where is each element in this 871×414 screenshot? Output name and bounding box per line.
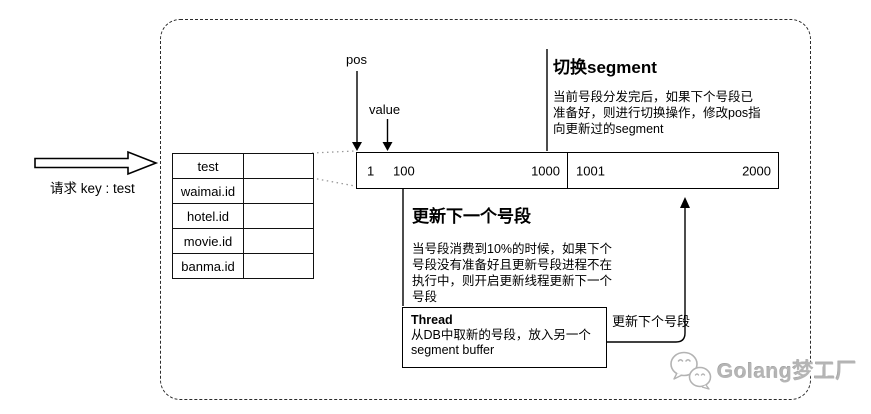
segment1-end-number: 1000 — [531, 163, 560, 178]
request-arrow-icon — [34, 150, 159, 176]
update-arrow-label: 更新下个号段 — [612, 314, 691, 329]
dashed-boundary-box — [160, 19, 811, 400]
update-next-segment-title: 更新下一个号段 — [412, 207, 531, 226]
pos-label: pos — [346, 52, 367, 67]
segment1-pos-number: 1 — [367, 163, 375, 178]
switch-segment-title: 切换segment — [553, 58, 657, 77]
table-cell-buffer — [244, 229, 313, 253]
wechat-icon — [670, 351, 712, 390]
request-key-label: 请求 key : test — [50, 181, 135, 196]
table-cell-key: movie.id — [173, 229, 244, 253]
update-next-segment-description: 当号段消费到10%的时候，如果下个 号段没有准备好且更新号段进程不在 执行中，则… — [412, 242, 613, 304]
table-cell-buffer — [244, 204, 313, 228]
table-cell-buffer — [244, 254, 313, 278]
table-cell-buffer — [244, 154, 313, 178]
thread-box-description: 从DB中取新的号段，放入另一个 segment buffer — [411, 328, 591, 357]
table-row: waimai.id — [173, 179, 313, 204]
segment2-start-number: 1001 — [576, 163, 605, 178]
value-label: value — [369, 102, 401, 117]
watermark-text: Golang梦工厂 — [717, 360, 857, 383]
table-cell-buffer — [244, 179, 313, 203]
thread-box: Thread 从DB中取新的号段，放入另一个 segment buffer — [402, 307, 607, 368]
table-row: test — [173, 154, 313, 179]
segment-buffer-box: 1 100 1000 1001 2000 — [356, 152, 779, 189]
table-cell-key: test — [173, 154, 244, 178]
biz-key-table: test waimai.id hotel.id movie.id banma.i… — [172, 153, 314, 279]
table-row: movie.id — [173, 229, 313, 254]
switch-segment-description: 当前号段分发完后，如果下个号段已 准备好，则进行切换操作，修改pos指 向更新过… — [553, 90, 761, 136]
segment1-value-number: 100 — [393, 163, 415, 178]
segment-2: 1001 2000 — [568, 153, 778, 188]
table-row: banma.id — [173, 254, 313, 278]
thread-box-title: Thread — [411, 313, 453, 327]
table-cell-key: waimai.id — [173, 179, 244, 203]
watermark: Golang梦工厂 — [669, 350, 857, 390]
table-cell-key: hotel.id — [173, 204, 244, 228]
segment-1: 1 100 1000 — [357, 153, 568, 188]
table-cell-key: banma.id — [173, 254, 244, 278]
segment2-end-number: 2000 — [742, 163, 771, 178]
table-row: hotel.id — [173, 204, 313, 229]
